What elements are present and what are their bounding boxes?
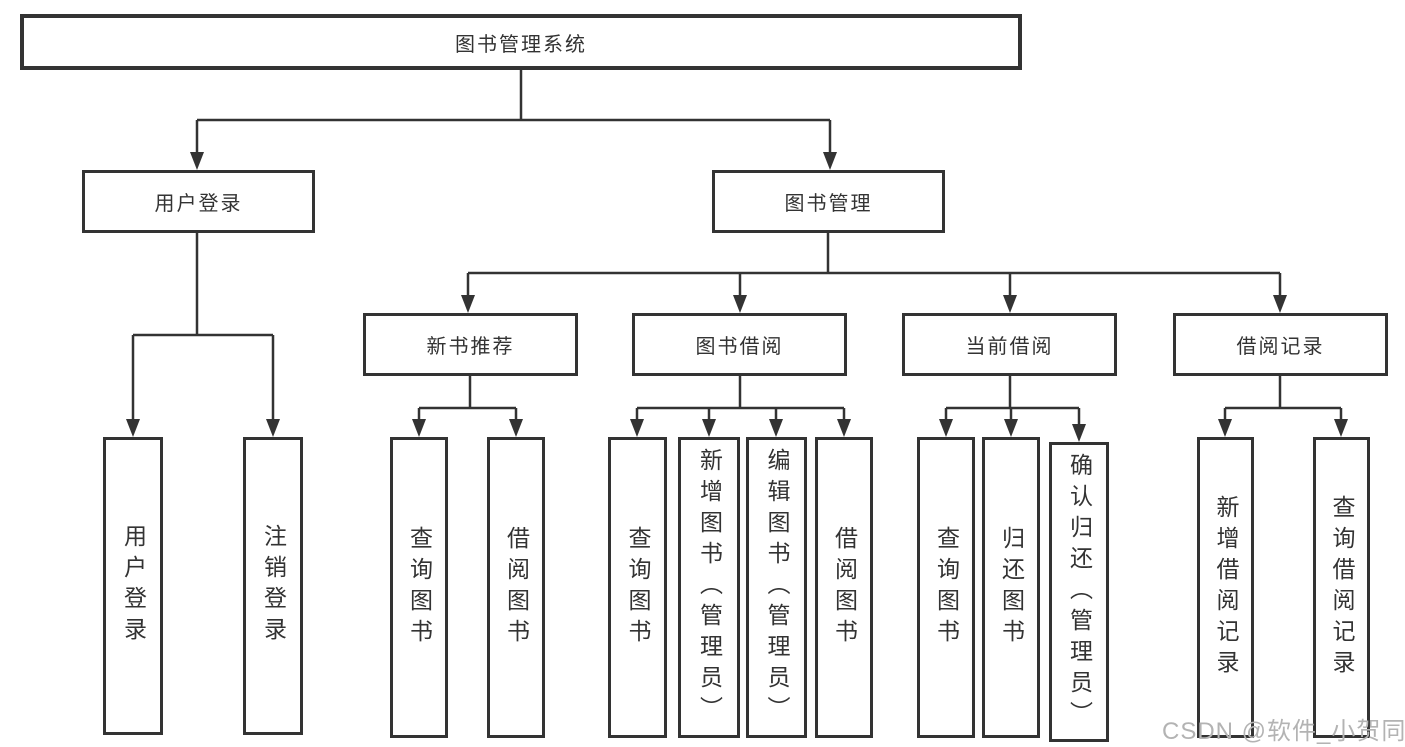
leaf-edit-book-admin-label: 编辑图书（管理员） <box>764 448 790 727</box>
csdn-watermark: CSDN @软件_小贺同学 <box>1162 718 1405 745</box>
leaf-query-books-newbooks: 查询图书 <box>390 437 448 738</box>
leaf-user-login: 用户登录 <box>103 437 163 735</box>
node-user-login-label: 用户登录 <box>154 193 243 215</box>
node-book-management: 图书管理 <box>712 170 945 233</box>
node-current-borrowing-label: 当前借阅 <box>965 336 1054 358</box>
node-book-management-label: 图书管理 <box>784 193 873 215</box>
leaf-borrow-books-borrow: 借阅图书 <box>815 437 873 738</box>
leaf-query-books-borrow-label: 查询图书 <box>625 525 651 650</box>
node-root: 图书管理系统 <box>20 14 1022 70</box>
node-borrow-records: 借阅记录 <box>1173 313 1388 376</box>
leaf-confirm-return-admin: 确认归还（管理员） <box>1049 442 1109 742</box>
node-borrow-records-label: 借阅记录 <box>1236 336 1325 358</box>
node-new-book-recommend: 新书推荐 <box>363 313 578 376</box>
node-new-book-recommend-label: 新书推荐 <box>426 336 515 358</box>
leaf-borrow-books-newbooks: 借阅图书 <box>487 437 545 738</box>
leaf-borrow-books-borrow-label: 借阅图书 <box>831 525 858 650</box>
leaf-logout-label: 注销登录 <box>260 524 287 648</box>
leaf-add-borrow-record: 新增借阅记录 <box>1197 437 1254 738</box>
leaf-query-borrow-record-label: 查询借阅记录 <box>1329 494 1355 681</box>
leaf-add-borrow-record-label: 新增借阅记录 <box>1213 494 1239 681</box>
leaf-edit-book-admin: 编辑图书（管理员） <box>746 437 807 738</box>
leaf-borrow-books-newbooks-label: 借阅图书 <box>503 525 530 650</box>
node-current-borrowing: 当前借阅 <box>902 313 1117 376</box>
leaf-query-borrow-record: 查询借阅记录 <box>1313 437 1370 738</box>
leaf-query-books-newbooks-label: 查询图书 <box>406 525 433 650</box>
leaf-query-books-current: 查询图书 <box>917 437 975 738</box>
leaf-logout: 注销登录 <box>243 437 303 735</box>
node-root-label: 图书管理系统 <box>455 33 587 56</box>
leaf-user-login-label: 用户登录 <box>120 524 147 648</box>
node-book-borrowing: 图书借阅 <box>632 313 847 376</box>
leaf-add-book-admin: 新增图书（管理员） <box>678 437 740 738</box>
leaf-return-book: 归还图书 <box>982 437 1040 738</box>
node-book-borrowing-label: 图书借阅 <box>695 336 784 358</box>
leaf-query-books-borrow: 查询图书 <box>608 437 667 738</box>
leaf-query-books-current-label: 查询图书 <box>933 525 960 650</box>
leaf-add-book-admin-label: 新增图书（管理员） <box>696 448 723 727</box>
leaf-return-book-label: 归还图书 <box>998 525 1025 650</box>
arrowheads <box>126 152 1348 442</box>
node-user-login: 用户登录 <box>82 170 315 233</box>
leaf-confirm-return-admin-label: 确认归还（管理员） <box>1066 452 1093 732</box>
